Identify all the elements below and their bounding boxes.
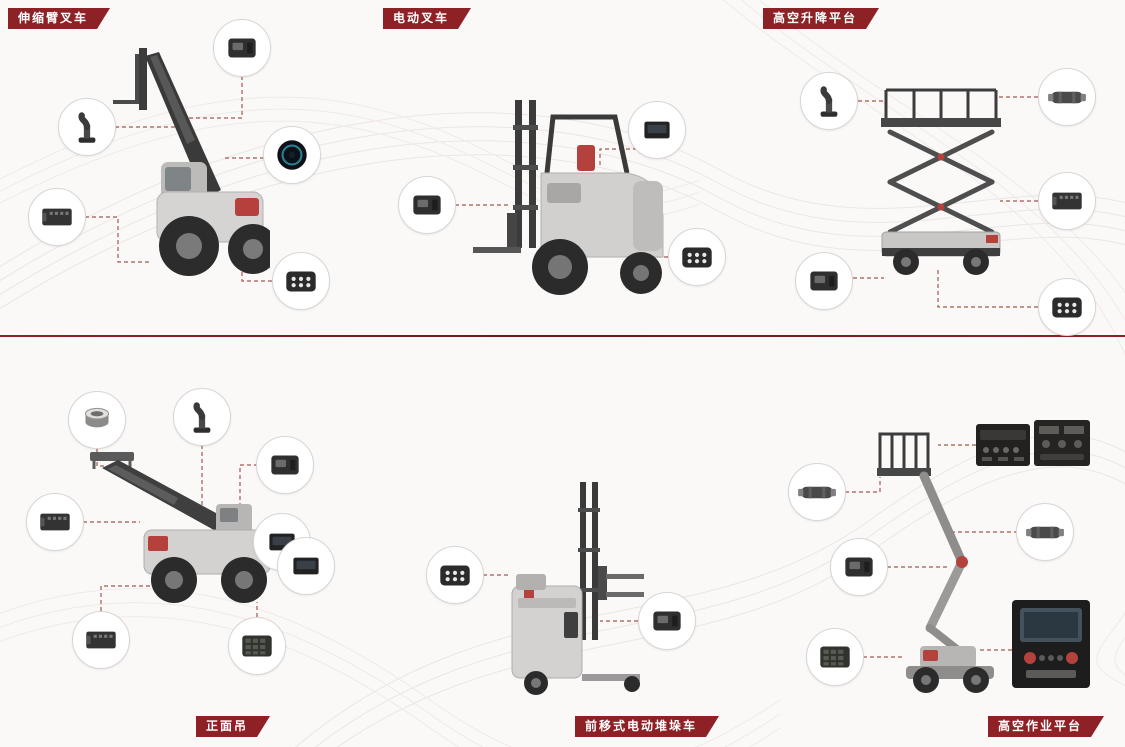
battery-module-icon xyxy=(646,600,688,642)
controller-icon xyxy=(80,619,122,661)
label-reach-stacker: 正面吊 xyxy=(196,716,270,737)
section-divider xyxy=(0,335,1125,337)
component-keypad xyxy=(272,252,330,310)
component-controller-unit xyxy=(1038,172,1096,230)
component-control-panel xyxy=(976,424,1030,466)
component-control-module xyxy=(213,19,271,77)
component-keypad xyxy=(1038,278,1096,336)
component-control-panel xyxy=(1034,420,1090,466)
electric-forklift-illustration xyxy=(473,100,664,295)
label-telescopic-forklift: 伸缩臂叉车 xyxy=(8,8,110,29)
component-drive-motor xyxy=(1038,68,1096,126)
component-membrane-keypad xyxy=(228,617,286,675)
keypad-icon xyxy=(280,260,322,302)
component-keypad xyxy=(426,546,484,604)
keypad-icon xyxy=(434,554,476,596)
membrane-keypad-icon xyxy=(814,636,856,678)
keypad-icon xyxy=(1046,286,1088,328)
component-controller-unit xyxy=(72,611,130,669)
component-display-screen xyxy=(277,537,335,595)
control-panel-icon xyxy=(976,424,1030,466)
component-display-console xyxy=(1012,600,1090,688)
keypad-icon xyxy=(676,236,718,278)
component-round-display xyxy=(263,126,321,184)
component-bearing-mount xyxy=(68,391,126,449)
drive-motor-icon xyxy=(796,471,838,513)
component-joystick xyxy=(800,72,858,130)
controller-icon xyxy=(36,196,78,238)
joystick-icon xyxy=(808,80,850,122)
controller-icon xyxy=(34,501,76,543)
label-reach-truck: 前移式电动堆垛车 xyxy=(575,716,719,737)
component-control-module xyxy=(830,538,888,596)
display-screen-icon xyxy=(285,545,327,587)
component-display-screen xyxy=(628,101,686,159)
reach-truck-illustration xyxy=(511,482,644,695)
label-boom-lift: 高空作业平台 xyxy=(988,716,1104,737)
control-module-icon xyxy=(264,444,306,486)
component-control-module xyxy=(795,252,853,310)
label-electric-forklift: 电动叉车 xyxy=(383,8,471,29)
display-screen-icon xyxy=(636,109,678,151)
component-joystick xyxy=(173,388,231,446)
component-control-module xyxy=(256,436,314,494)
telescopic-forklift-illustration xyxy=(113,48,270,276)
drive-motor-icon xyxy=(1024,511,1066,553)
component-controller-unit xyxy=(26,493,84,551)
drive-motor-icon xyxy=(1046,76,1088,118)
controller-icon xyxy=(1046,180,1088,222)
scissor-lift-illustration xyxy=(881,88,1001,275)
boom-lift-illustration xyxy=(877,432,994,693)
component-joystick xyxy=(58,98,116,156)
bearing-mount-icon xyxy=(76,399,118,441)
component-controller-unit xyxy=(28,188,86,246)
control-module-icon xyxy=(838,546,880,588)
display-console-icon xyxy=(1012,600,1090,688)
component-drive-motor xyxy=(788,463,846,521)
component-battery-module xyxy=(638,592,696,650)
component-membrane-keypad xyxy=(806,628,864,686)
control-module-icon xyxy=(803,260,845,302)
joystick-icon xyxy=(66,106,108,148)
charger-module-icon xyxy=(406,184,448,226)
label-scissor-lift: 高空升降平台 xyxy=(763,8,879,29)
reach-stacker-illustration xyxy=(90,452,271,603)
component-charger-module xyxy=(398,176,456,234)
membrane-keypad-icon xyxy=(236,625,278,667)
component-keypad xyxy=(668,228,726,286)
round-display-icon xyxy=(271,134,313,176)
component-drive-motor xyxy=(1016,503,1074,561)
control-module-icon xyxy=(221,27,263,69)
control-panel-icon xyxy=(1034,420,1090,466)
joystick-icon xyxy=(181,396,223,438)
